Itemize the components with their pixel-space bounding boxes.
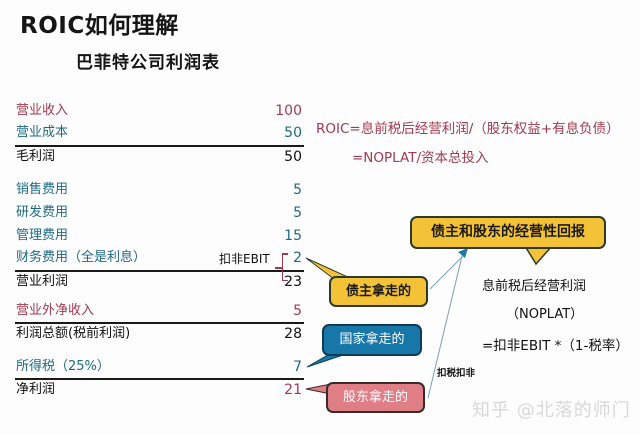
row-value: 2 [293,250,302,266]
ebit-bracket [275,253,289,281]
row-label: 管理费用 [16,228,69,243]
divider [15,270,304,272]
row-value: 7 [293,359,302,375]
divider [15,322,304,324]
page-title: ROIC如何理解 [20,13,179,39]
roic-formula-line2: =NOPLAT/资本总投入 [352,150,489,166]
row-net-profit: 净利润 21 [16,379,302,401]
row-rd-expense: 研发费用 5 [16,202,302,224]
row-value: 50 [284,149,302,165]
row-label: 营业外净收入 [16,303,95,318]
creditors-callout: 债主拿走的 [329,276,428,307]
row-value: 5 [293,182,302,198]
row-value: 5 [293,205,302,221]
row-label: 销售费用 [16,182,69,197]
row-label: 研发费用 [16,205,69,220]
row-label: 净利润 [16,382,56,397]
row-label: 所得税（25%） [16,359,110,374]
row-value: 15 [284,228,302,244]
row-operating-profit: 营业利润 23 [16,271,302,293]
page-subtitle: 巴菲特公司利润表 [76,53,220,73]
tax-deduction-note: 扣税扣非 [437,368,476,379]
noplat-abbrev: （NOPLAT） [506,307,584,322]
row-admin-expense: 管理费用 15 [16,225,302,247]
row-value: 28 [284,326,302,342]
row-non-operating-income: 营业外净收入 5 [16,300,302,322]
row-gross-profit: 毛利润 50 [16,146,302,168]
noplat-label: 息前税后经营利润 [482,279,587,294]
row-income-tax: 所得税（25%） 7 [16,356,302,378]
roic-formula-line1: ROIC=息前税后经营利润/（股东权益+有息负债） [316,121,620,137]
row-selling-expense: 销售费用 5 [16,179,302,201]
row-revenue: 营业收入 100 [16,100,302,122]
divider [15,378,304,380]
row-value: 23 [284,274,302,290]
row-value: 50 [284,125,302,141]
ebit-tag: 扣非EBIT [219,252,270,266]
operating-return-callout: 债主和股东的经营性回报 [410,216,606,249]
row-value: 5 [293,303,302,319]
row-pretax-profit: 利润总额(税前利润) 28 [16,323,302,345]
row-value: 21 [284,382,302,398]
row-label: 毛利润 [16,149,56,164]
row-label: 利润总额(税前利润) [16,326,131,341]
row-value: 100 [275,103,302,119]
row-label: 财务费用（全是利息） [16,250,147,265]
noplat-formula: =扣非EBIT *（1-税率） [482,338,629,354]
row-label: 营业利润 [16,274,69,289]
watermark: 知乎 @北落的师门 [472,400,631,421]
row-financial-expense: 财务费用（全是利息） 2 [16,247,302,269]
government-callout: 国家拿走的 [322,324,422,356]
row-label: 营业成本 [16,125,69,140]
shareholders-callout: 股东拿走的 [326,382,425,413]
row-label: 营业收入 [16,103,69,118]
row-cost: 营业成本 50 [16,122,302,144]
divider [15,145,304,147]
